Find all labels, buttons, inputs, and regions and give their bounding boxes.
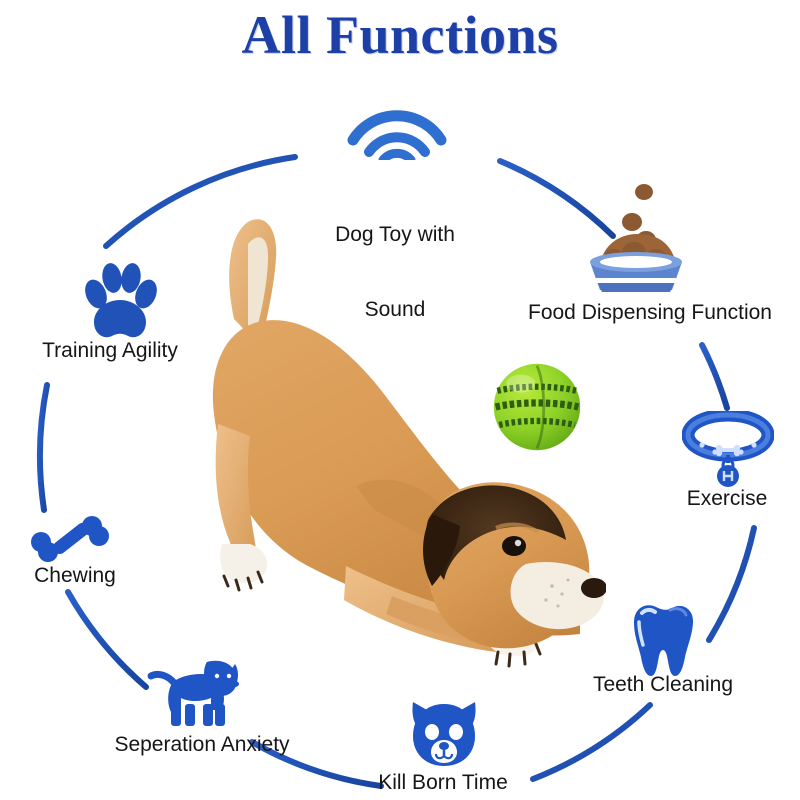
label-teeth-cleaning: Teeth Cleaning xyxy=(592,673,734,696)
dog-collar-icon xyxy=(682,411,774,487)
dog-food-bowl-icon xyxy=(590,184,682,292)
page-title: All Functions xyxy=(241,5,559,65)
sound-waves-icon xyxy=(347,110,447,160)
dog-face-icon xyxy=(412,702,476,766)
label-dog-toy-with-sound: Dog Toy with Sound xyxy=(295,172,495,372)
dog-photo xyxy=(212,219,606,668)
label-training-agility: Training Agility xyxy=(42,339,178,362)
label-chewing: Chewing xyxy=(34,564,116,587)
label-seperation-anxiety: Seperation Anxiety xyxy=(114,733,290,756)
label-exercise: Exercise xyxy=(686,487,768,510)
standing-dog-icon xyxy=(147,660,239,726)
tooth-icon xyxy=(634,605,694,676)
paw-print-icon xyxy=(85,263,157,338)
label-line-1: Dog Toy with xyxy=(335,223,455,246)
label-food-dispensing-function: Food Dispensing Function xyxy=(528,301,772,324)
bone-icon xyxy=(31,516,109,562)
green-textured-ball xyxy=(493,363,581,451)
label-kill-born-time: Kill Born Time xyxy=(378,771,508,794)
label-line-2: Sound xyxy=(364,298,426,321)
